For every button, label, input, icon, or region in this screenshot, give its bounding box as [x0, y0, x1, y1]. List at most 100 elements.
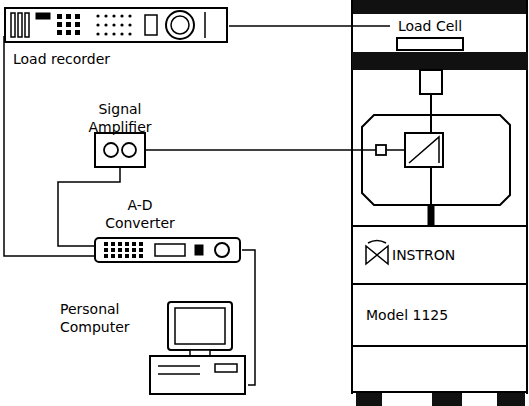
signal-wire — [242, 250, 255, 385]
signal-wire — [229, 25, 390, 27]
machine-foot — [356, 393, 382, 406]
base-line — [352, 391, 528, 393]
key — [104, 248, 108, 252]
key — [66, 14, 71, 19]
base-line — [352, 225, 528, 227]
recorder-slot — [18, 13, 22, 37]
key — [111, 242, 115, 246]
dot — [104, 14, 107, 17]
test-chamber — [362, 115, 510, 205]
key — [111, 254, 115, 258]
key — [125, 248, 129, 252]
dot — [128, 32, 131, 35]
load-cell-body — [397, 38, 463, 50]
load-recorder: Load recorder — [3, 6, 229, 70]
recorder-case — [5, 8, 227, 42]
recorder-knob-inner — [171, 16, 189, 34]
dot — [96, 23, 99, 26]
crosshead — [352, 52, 528, 70]
key — [104, 254, 108, 258]
key — [139, 248, 143, 252]
logo-wing — [377, 246, 388, 264]
ram — [420, 70, 442, 94]
key — [57, 22, 62, 27]
dot — [104, 23, 107, 26]
key — [75, 14, 80, 19]
key — [111, 248, 115, 252]
signal-wire — [58, 167, 120, 246]
instron-band: INSTRON — [354, 228, 526, 282]
drive-slot — [158, 373, 200, 375]
key — [125, 254, 129, 258]
key — [57, 30, 62, 35]
model-band: Model 1125 — [354, 286, 526, 344]
signal-amplifier: Signal Amplifier — [72, 100, 170, 167]
panel-line — [352, 283, 528, 285]
key — [132, 248, 136, 252]
logo-arc — [368, 241, 386, 244]
key — [118, 242, 122, 246]
key — [66, 30, 71, 35]
recorder-keys — [57, 14, 132, 36]
logo-wing — [366, 246, 377, 264]
key — [139, 242, 143, 246]
ad-converter-device — [95, 238, 240, 262]
dot — [120, 14, 123, 17]
dot — [104, 32, 107, 35]
instron-logo — [366, 241, 388, 265]
node-label: Model 1125 — [366, 306, 516, 324]
key — [125, 242, 129, 246]
dot — [112, 14, 115, 17]
lower-rod — [430, 167, 432, 205]
converter-keys — [104, 242, 143, 258]
ad-converter: A-D Converter — [95, 196, 242, 262]
key — [75, 22, 80, 27]
computer-panel — [215, 364, 237, 372]
panel-line — [352, 345, 528, 347]
recorder-slot — [11, 13, 15, 37]
node-label: A-D Converter — [95, 196, 185, 232]
recorder-panel — [145, 15, 157, 35]
dot — [120, 23, 123, 26]
sensor-arm — [386, 149, 405, 151]
key — [132, 254, 136, 258]
converter-display — [155, 244, 185, 256]
extensometer-sensor — [376, 145, 386, 155]
node-label: Load Cell — [390, 17, 470, 35]
personal-computer: Personal Computer — [60, 300, 248, 396]
dot — [128, 23, 131, 26]
drive-slot — [158, 365, 200, 367]
recorder-divider — [204, 12, 206, 38]
node-label: Load recorder — [13, 50, 213, 68]
dot — [96, 14, 99, 17]
signal-wire — [4, 36, 95, 256]
top-beam — [352, 0, 528, 14]
monitor-screen — [175, 308, 225, 344]
load-cell: Load Cell — [390, 16, 472, 52]
recorder-knob — [166, 11, 194, 39]
key — [75, 30, 80, 35]
dot — [112, 23, 115, 26]
key — [57, 14, 62, 19]
amplifier-case — [95, 133, 145, 167]
key — [118, 254, 122, 258]
converter-switch — [195, 245, 203, 255]
node-label: Personal Computer — [60, 300, 148, 336]
machine-foot — [432, 393, 462, 406]
key — [132, 242, 136, 246]
specimen — [409, 137, 439, 163]
dot — [120, 32, 123, 35]
personal-computer-device — [150, 302, 245, 394]
lower-grip — [428, 205, 434, 225]
instron-machine — [352, 0, 528, 406]
key — [66, 22, 71, 27]
dot — [96, 32, 99, 35]
node-label: Signal Amplifier — [72, 100, 168, 136]
key — [118, 248, 122, 252]
key — [139, 254, 143, 258]
dot — [128, 14, 131, 17]
sensor-wire — [145, 149, 376, 151]
converter-knob — [215, 243, 229, 257]
